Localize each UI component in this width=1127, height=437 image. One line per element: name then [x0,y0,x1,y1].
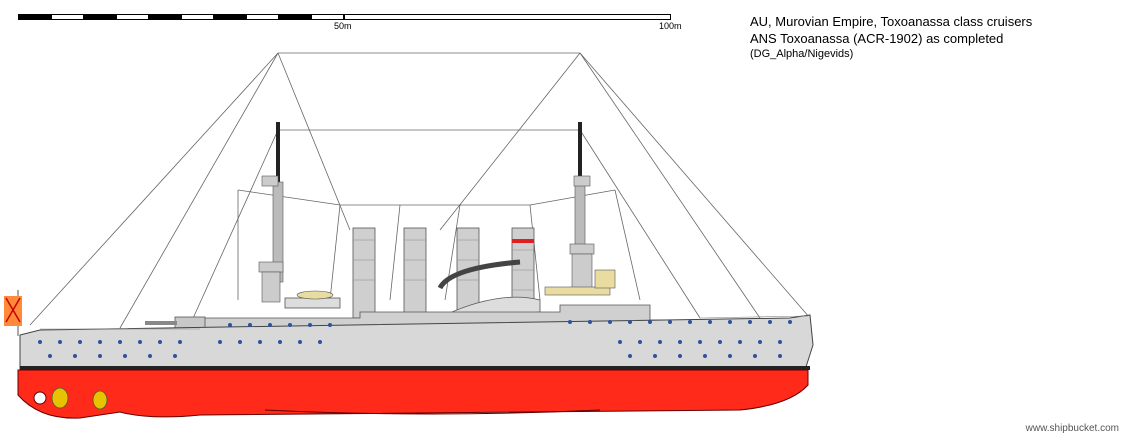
scale-segment [51,14,84,20]
scale-segment [149,14,181,20]
scale-bar [18,14,671,20]
ensign-flag [4,290,22,336]
portholes [38,320,792,358]
scale-segment [246,14,279,20]
watermark[interactable]: www.shipbucket.com [1025,423,1119,434]
funnel-1 [352,227,376,319]
credit-line: (DG_Alpha/Nigevids) [750,48,854,60]
scale-label-50m: 50m [334,21,352,31]
scale-segment [344,14,671,20]
scale-segment [18,14,51,20]
scale-segment [214,14,246,20]
scale-segment [84,14,116,20]
scale-segment [181,14,214,20]
scale-label-100m: 100m [659,21,682,31]
title-line-2: ANS Toxoanassa (ACR-1902) as completed [750,31,1004,46]
hull-lower [17,369,809,419]
scale-segment [116,14,149,20]
title-block: AU, Murovian Empire, Toxoanassa class cr… [750,13,1032,61]
scale-segment [279,14,311,20]
funnel-2 [403,227,427,319]
funnel-band [512,239,534,243]
propellers [33,387,108,410]
rigging [29,52,811,329]
title-line-1: AU, Murovian Empire, Toxoanassa class cr… [750,14,1033,29]
foremast [258,122,284,303]
mainmast [569,122,595,289]
boot-topping [20,366,810,370]
scale-segment [311,14,344,20]
